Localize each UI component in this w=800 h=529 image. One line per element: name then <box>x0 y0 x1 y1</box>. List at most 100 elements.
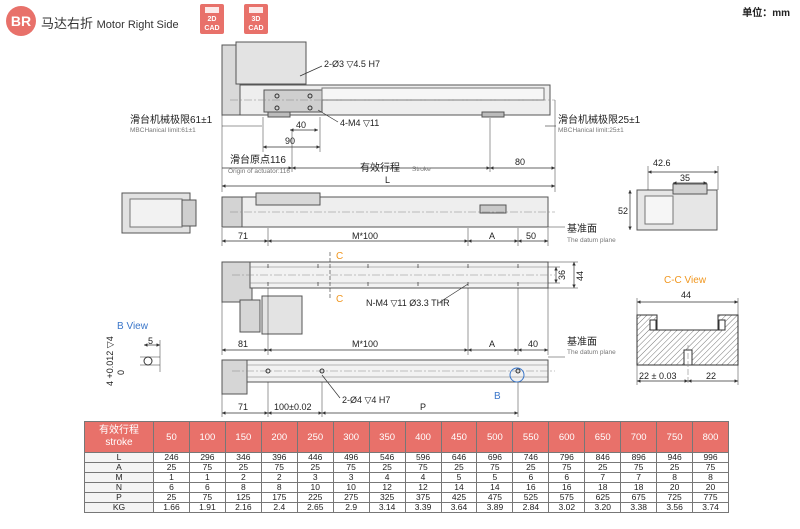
table-cell: 725 <box>656 492 694 503</box>
stroke-header-cell: 600 <box>548 421 586 453</box>
top-tap-note: 4-M4 ▽11 <box>340 118 379 128</box>
left-limit-en: MBCHanical limit:61±1 <box>130 127 196 134</box>
row-label: KG <box>84 502 154 513</box>
table-cell: 75 <box>692 462 729 473</box>
stroke-header-cell: 250 <box>296 421 334 453</box>
plan-dim-44: 44 <box>575 271 585 281</box>
plan-dim-M100: M*100 <box>352 339 378 349</box>
stroke-header-cell: 750 <box>656 421 694 453</box>
table-cell: 12 <box>404 482 442 493</box>
stroke-header-cell: 300 <box>332 421 370 453</box>
page-header: BR 马达右折 Motor Right Side 2D CAD 3D CAD 单… <box>0 0 800 44</box>
bottom-label-B: B <box>494 391 501 402</box>
side-datum-en: The datum plane <box>567 237 616 244</box>
table-cell: 25 <box>584 462 622 473</box>
table-cell: 3.89 <box>476 502 514 513</box>
table-cell: 796 <box>548 452 586 463</box>
row-label: A <box>84 462 154 473</box>
table-cell: 6 <box>512 472 550 483</box>
table-cell: 7 <box>584 472 622 483</box>
table-cell: 25 <box>153 462 190 473</box>
table-cell: 496 <box>332 452 370 463</box>
side-dim-M100: M*100 <box>352 231 378 241</box>
title-cn: 马达右折 <box>41 16 94 31</box>
table-cell: 5 <box>476 472 514 483</box>
table-cell: 1.91 <box>188 502 226 513</box>
stroke-cn: 有效行程 <box>360 161 400 174</box>
table-cell: 175 <box>260 492 298 503</box>
stroke-header-cell: 500 <box>476 421 514 453</box>
table-cell: 6 <box>188 482 226 493</box>
cad-2d-button[interactable]: 2D CAD <box>200 4 224 34</box>
cad-2d-label: 2D <box>207 16 217 23</box>
table-cell: 25 <box>368 462 406 473</box>
front-view: 42.6 35 52 <box>618 158 719 231</box>
table-cell: 75 <box>620 462 658 473</box>
right-limit-en: MBCHanical limit:25±1 <box>558 127 624 134</box>
side-view: 71 M*100 A 50 基准面 The datum plane <box>221 192 616 246</box>
table-cell: 296 <box>188 452 226 463</box>
table-cell: 25 <box>296 462 334 473</box>
table-cell: 3.64 <box>440 502 478 513</box>
plan-datum-cn: 基准面 <box>567 335 597 348</box>
plan-view: C C 36 44 N-M4 ▽11 Ø3.3 THR 81 M*100 A 4… <box>221 251 616 358</box>
table-cell: 546 <box>368 452 406 463</box>
table-cell: 996 <box>692 452 729 463</box>
table-cell: 3 <box>296 472 334 483</box>
stroke-header-cell: 700 <box>620 421 658 453</box>
front-dim-35: 35 <box>680 173 690 183</box>
table-cell: 675 <box>620 492 658 503</box>
table-cell: 2.65 <box>296 502 334 513</box>
table-cell: 8 <box>260 482 298 493</box>
table-cell: 2.84 <box>512 502 550 513</box>
table-cell: 75 <box>188 492 226 503</box>
table-cell: 75 <box>404 462 442 473</box>
table-cell: 25 <box>153 492 190 503</box>
table-cell: 6 <box>153 482 190 493</box>
title-en: Motor Right Side <box>96 19 179 31</box>
table-cell: 25 <box>512 462 550 473</box>
top-dim-40: 40 <box>296 120 306 130</box>
stroke-en: Stroke <box>412 166 431 173</box>
stroke-header-cell: 350 <box>368 421 406 453</box>
table-cell: 1 <box>188 472 226 483</box>
row-label: L <box>84 452 154 463</box>
bottom-dim-71: 71 <box>238 402 248 412</box>
table-cell: 896 <box>620 452 658 463</box>
table-cell: 18 <box>584 482 622 493</box>
b-dim-tol: 4 +0.012 ▽4 <box>105 336 115 386</box>
table-cell: 375 <box>404 492 442 503</box>
table-cell: 20 <box>692 482 729 493</box>
table-cell: 16 <box>548 482 586 493</box>
table-cell: 10 <box>296 482 334 493</box>
table-cell: 946 <box>656 452 694 463</box>
table-cell: 346 <box>224 452 262 463</box>
side-dim-71: 71 <box>238 231 248 241</box>
cad-3d-button[interactable]: 3D CAD <box>244 4 268 34</box>
page-title: 马达右折 Motor Right Side <box>41 13 179 32</box>
table-cell: 446 <box>296 452 334 463</box>
b-view-title: B View <box>117 321 149 332</box>
plan-dim-36: 36 <box>557 270 567 280</box>
table-cell: 3.14 <box>368 502 406 513</box>
plan-dim-40: 40 <box>528 339 538 349</box>
b-dim-zero: 0 <box>116 370 126 375</box>
table-cell: 7 <box>620 472 658 483</box>
table-cell: 8 <box>224 482 262 493</box>
table-cell: 646 <box>440 452 478 463</box>
cad-3d-sublabel: CAD <box>248 25 264 32</box>
section-c-top: C <box>336 251 343 262</box>
row-label: M <box>84 472 154 483</box>
table-cell: 2 <box>224 472 262 483</box>
cad-2d-sublabel: CAD <box>204 25 220 32</box>
stroke-header-cell: 800 <box>692 421 729 453</box>
table-cell: 575 <box>548 492 586 503</box>
table-cell: 525 <box>512 492 550 503</box>
section-c-bottom: C <box>336 294 343 305</box>
section-cc-view: C-C View 44 22 ± 0.03 22 <box>636 275 739 385</box>
front-dim-42-6: 42.6 <box>653 158 671 168</box>
